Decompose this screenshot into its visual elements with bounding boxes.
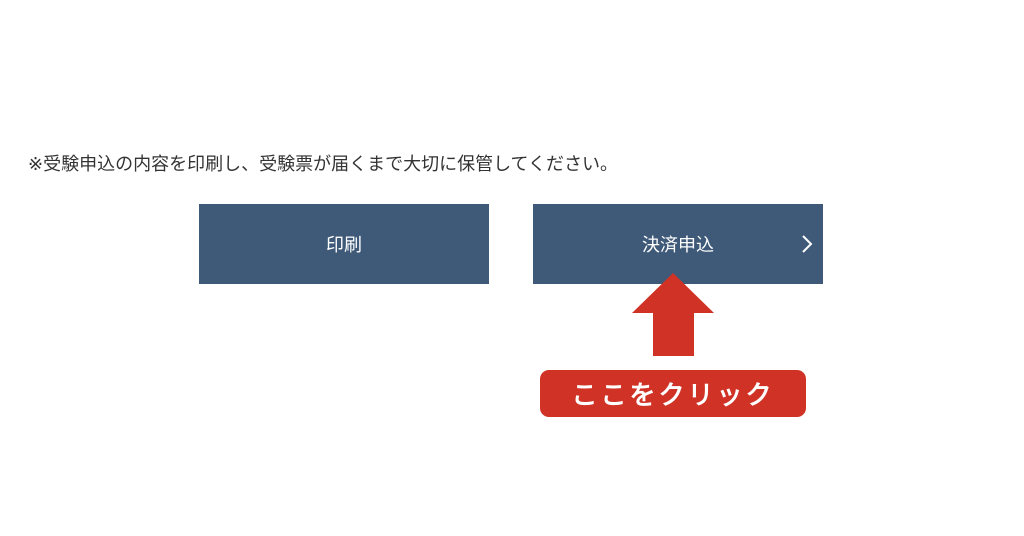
payment-apply-button[interactable]: 決済申込	[533, 204, 823, 284]
click-here-callout: ここをクリック	[540, 370, 806, 417]
payment-apply-button-label: 決済申込	[642, 235, 714, 256]
print-button[interactable]: 印刷	[199, 204, 489, 284]
notice-text: ※受験申込の内容を印刷し、受験票が届くまで大切に保管してください。	[28, 154, 618, 175]
chevron-right-icon	[802, 235, 813, 253]
arrow-up-icon	[632, 273, 714, 356]
print-button-label: 印刷	[326, 235, 362, 256]
